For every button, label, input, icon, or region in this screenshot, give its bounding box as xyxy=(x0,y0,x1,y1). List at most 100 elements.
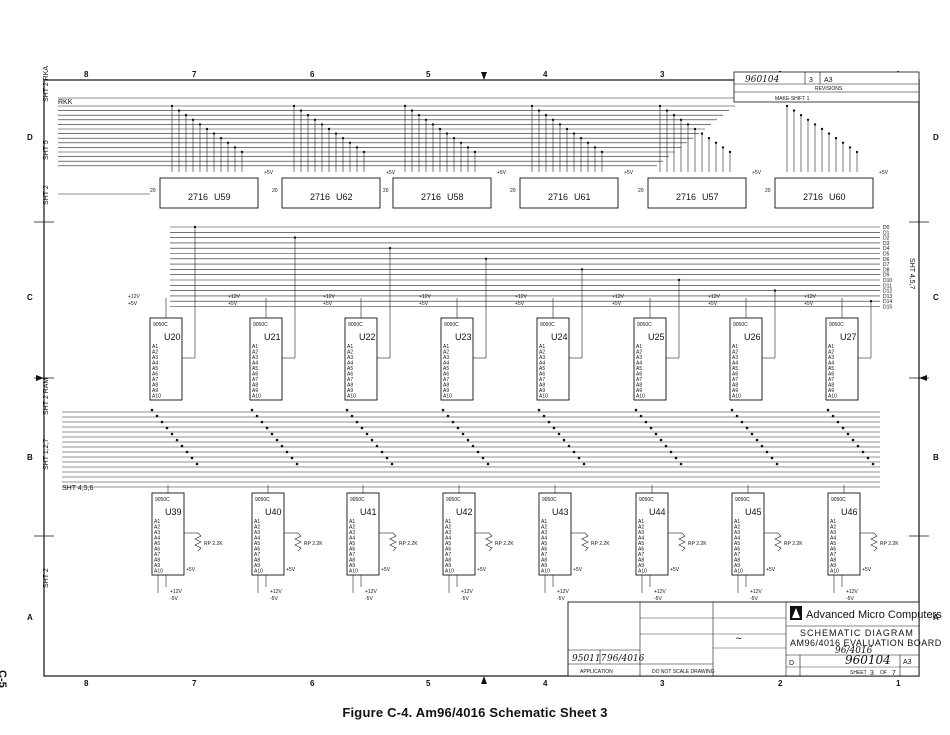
pin-label: A3 xyxy=(252,355,258,361)
chip-ref: U45 xyxy=(745,507,762,517)
pin-label: A3 xyxy=(152,355,158,361)
center-mark-left xyxy=(36,375,44,381)
pin-label: A7 xyxy=(349,552,355,558)
junction xyxy=(233,146,237,149)
pin-label: A7 xyxy=(732,377,738,383)
pin-label: A1 xyxy=(539,344,545,350)
pin-label: A6 xyxy=(734,547,740,553)
junction xyxy=(355,146,359,149)
pin-label: A4 xyxy=(734,536,740,542)
junction xyxy=(572,450,576,454)
pin-label: A7 xyxy=(638,552,644,558)
zone-col-top: 8 xyxy=(84,70,89,79)
page-number: C-5 xyxy=(0,670,8,688)
pin-label: A2 xyxy=(732,350,738,356)
junction xyxy=(557,432,561,436)
chip-body xyxy=(538,492,572,576)
pin-label: A4 xyxy=(541,536,547,542)
pin-label: A5 xyxy=(830,541,836,547)
junction xyxy=(471,444,475,448)
pin-label: A3 xyxy=(732,355,738,361)
junction xyxy=(785,104,789,108)
pin-label: A8 xyxy=(732,383,738,389)
center-mark-top xyxy=(481,72,487,80)
pin-label: A6 xyxy=(830,547,836,553)
pin-label: A2 xyxy=(252,350,258,356)
figure-caption: Figure C-4. Am96/4016 Schematic Sheet 3 xyxy=(342,705,608,720)
chip-ref: U22 xyxy=(359,332,376,342)
pin-label: A2 xyxy=(636,350,642,356)
pin-label: A10 xyxy=(152,394,161,400)
power-label: +5V xyxy=(186,567,196,573)
junction xyxy=(476,450,480,454)
junction xyxy=(665,109,669,112)
pin-label: A2 xyxy=(830,525,836,531)
resistor-label: RP 2.2K xyxy=(304,541,323,547)
junction xyxy=(658,104,662,108)
junction xyxy=(306,114,310,117)
data-line-label: D14 xyxy=(883,299,892,305)
junction xyxy=(461,432,465,436)
pin-label: A9 xyxy=(636,388,642,394)
junction xyxy=(773,289,777,292)
revision-rev: A3 xyxy=(824,77,833,84)
chip-body xyxy=(149,317,183,401)
pin-label: A10 xyxy=(539,394,548,400)
junction xyxy=(700,132,704,135)
pin-label: A7 xyxy=(152,377,158,383)
sheet-of-label: OF xyxy=(880,670,887,676)
power-label: -5V xyxy=(846,596,854,602)
junction xyxy=(846,432,850,436)
junction xyxy=(299,109,303,112)
junction xyxy=(530,104,534,108)
junction xyxy=(580,268,584,271)
chip-ref: U42 xyxy=(456,507,473,517)
pin-label: A4 xyxy=(638,536,644,542)
pin-label: A2 xyxy=(539,350,545,356)
zone-col-bottom: 8 xyxy=(84,679,89,688)
chip-body xyxy=(159,177,259,209)
resistor xyxy=(389,532,397,552)
pin-label: A4 xyxy=(154,536,160,542)
power-label: +12V xyxy=(708,294,720,300)
junction xyxy=(542,414,546,418)
junction xyxy=(385,456,389,460)
junction xyxy=(649,426,653,430)
junction xyxy=(677,278,681,282)
left-label-2: RKK xyxy=(58,99,73,106)
power-label: +5V xyxy=(419,301,429,307)
pin-label: A8 xyxy=(347,383,353,389)
zone-col-top: 4 xyxy=(543,70,548,79)
do-not-scale-label: DO NOT SCALE DRAWING xyxy=(652,669,715,675)
chip-type: 9050C xyxy=(540,322,555,328)
resistor xyxy=(194,532,202,552)
pin-label: A4 xyxy=(254,536,260,542)
junction xyxy=(424,118,428,122)
junction xyxy=(869,300,873,303)
pin-label: A1 xyxy=(152,344,158,350)
junction xyxy=(451,420,455,424)
pin-label: A7 xyxy=(828,377,834,383)
pin-label: A2 xyxy=(445,525,451,531)
zone-col-bottom: 7 xyxy=(192,679,197,688)
power-label: +12V xyxy=(323,294,335,300)
chip-type: 9050C xyxy=(255,497,270,503)
chip-ref: U27 xyxy=(840,332,857,342)
chip-type: 9050C xyxy=(735,497,750,503)
pin-label: A1 xyxy=(154,519,160,525)
pin-label: A9 xyxy=(539,388,545,394)
junction xyxy=(410,109,414,112)
pin-label: A9 xyxy=(254,563,260,569)
pin-label: A5 xyxy=(636,366,642,372)
data-line-label: D11 xyxy=(883,283,892,289)
junction xyxy=(270,432,274,436)
junction xyxy=(740,420,744,424)
junction xyxy=(212,132,216,135)
power-label: +12V xyxy=(804,294,816,300)
chip-type: 9050C xyxy=(446,497,461,503)
